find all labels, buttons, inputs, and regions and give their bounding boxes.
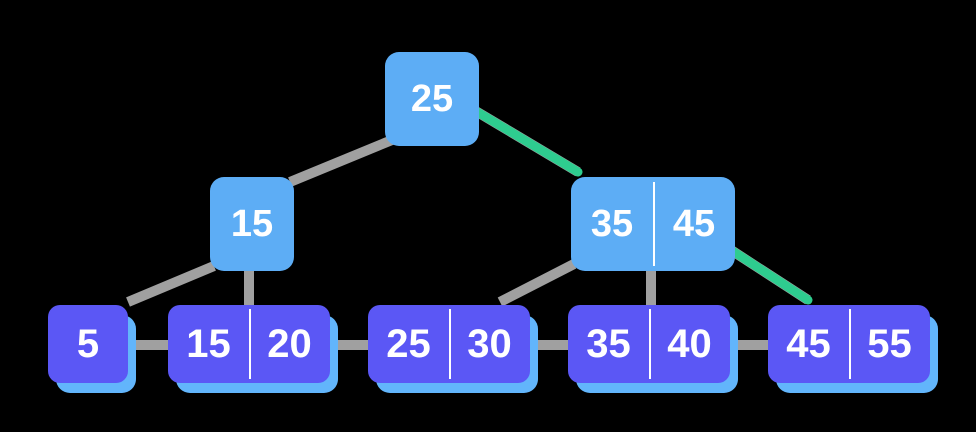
node-key: 35 (590, 202, 634, 245)
leaf-sibling-link (128, 340, 170, 350)
leaf-key: 15 (186, 321, 231, 366)
leaf-sibling-link (530, 340, 570, 350)
tree-edge-highlight (726, 245, 813, 305)
tree-edge (288, 135, 394, 187)
node-key: 25 (410, 77, 454, 120)
tree-node-leaf[interactable]: 35 40 (568, 305, 738, 393)
leaf-key: 5 (76, 321, 100, 366)
leaf-key: 20 (249, 305, 330, 383)
node-key: 15 (230, 202, 274, 245)
leaf-front-plate: 5 (48, 305, 128, 383)
tree-node-internal[interactable]: 35 45 (571, 177, 735, 271)
leaf-key: 45 (786, 321, 831, 366)
tree-node-leaf[interactable]: 5 (48, 305, 136, 393)
tree-edge-highlight (469, 105, 583, 177)
leaf-key: 30 (449, 305, 530, 383)
leaf-sibling-link (330, 340, 370, 350)
leaf-sibling-link (730, 340, 770, 350)
node-key: 45 (653, 177, 735, 271)
leaf-key: 55 (849, 305, 930, 383)
tree-edge (497, 259, 577, 307)
tree-edge (126, 261, 216, 307)
leaf-front-plate: 25 30 (368, 305, 530, 383)
leaf-front-plate: 35 40 (568, 305, 730, 383)
leaf-key: 25 (386, 321, 431, 366)
leaf-key: 35 (586, 321, 631, 366)
tree-node-internal[interactable]: 15 (210, 177, 294, 271)
tree-node-internal[interactable]: 25 (385, 52, 479, 146)
tree-node-leaf[interactable]: 45 55 (768, 305, 938, 393)
leaf-front-plate: 45 55 (768, 305, 930, 383)
tree-node-leaf[interactable]: 25 30 (368, 305, 538, 393)
leaf-key: 40 (649, 305, 730, 383)
